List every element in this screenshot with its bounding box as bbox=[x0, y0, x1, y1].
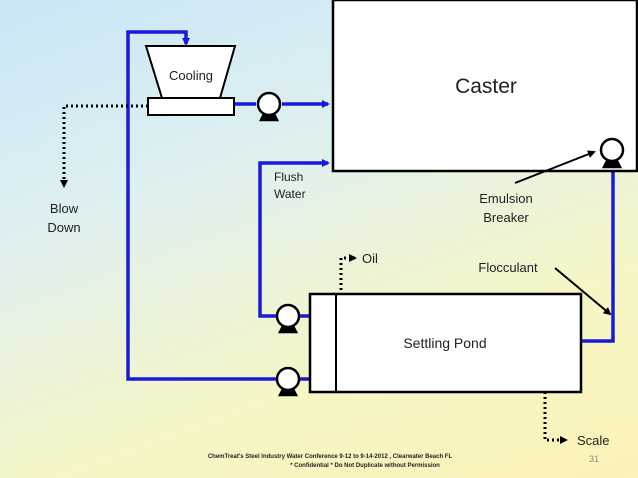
caster-to-pond-line bbox=[574, 162, 615, 345]
flush-water-line bbox=[258, 159, 330, 318]
flush-water-label-line1: Flush bbox=[274, 170, 303, 184]
page-number: 31 bbox=[589, 454, 599, 464]
return-line bbox=[126, 30, 276, 381]
blow-down-line bbox=[60, 104, 148, 188]
emulsion-breaker-pointer bbox=[514, 150, 596, 184]
pump-icon bbox=[599, 137, 625, 169]
pump-icon bbox=[275, 303, 301, 334]
scale-label: Scale bbox=[577, 433, 610, 448]
pump-icon bbox=[256, 91, 282, 122]
oil-line bbox=[339, 254, 357, 330]
scale-line bbox=[543, 392, 568, 444]
settling-pond-label: Settling Pond bbox=[403, 335, 486, 351]
caster-unit bbox=[331, 0, 638, 173]
cooling-label: Cooling bbox=[169, 68, 213, 83]
cooling-basin bbox=[147, 97, 235, 116]
footer-confidential-line: * Confidential * Do Not Duplicate withou… bbox=[290, 463, 440, 469]
flush-water-label-line2: Water bbox=[274, 187, 306, 201]
pump-icon bbox=[275, 366, 301, 397]
blow-down-label-line1: Blow bbox=[50, 201, 79, 216]
oil-label: Oil bbox=[362, 251, 378, 266]
flocculant-pointer bbox=[554, 267, 612, 316]
flocculant-label: Flocculant bbox=[478, 260, 538, 275]
blow-down-label-line2: Down bbox=[47, 220, 80, 235]
emulsion-breaker-label-line2: Breaker bbox=[483, 210, 529, 225]
settling-pond-unit bbox=[308, 292, 583, 394]
emulsion-breaker-label-line1: Emulsion bbox=[479, 191, 532, 206]
footer-conference-line: ChemTreat's Steel Industry Water Confere… bbox=[208, 454, 453, 460]
caster-label: Caster bbox=[455, 75, 517, 98]
